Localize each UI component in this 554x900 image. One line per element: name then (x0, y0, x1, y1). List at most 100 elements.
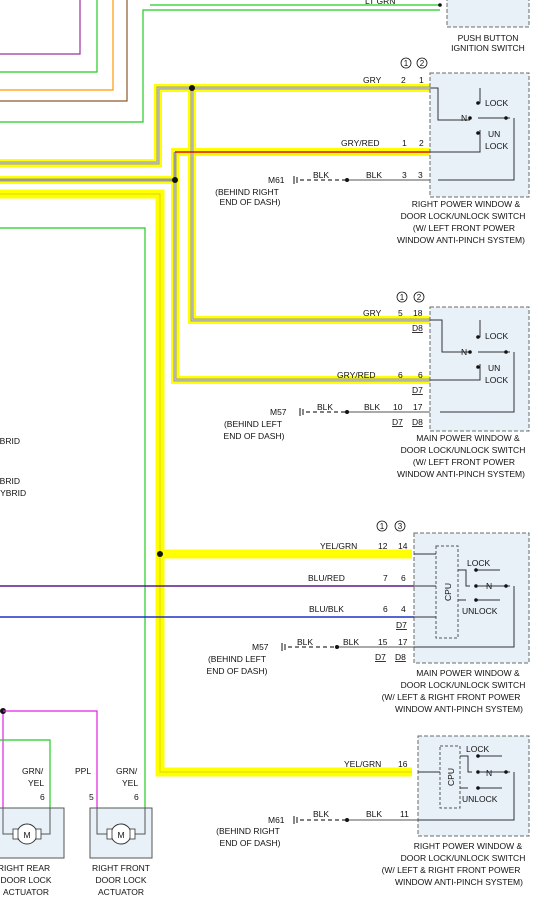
svg-text:MAIN POWER WINDOW &: MAIN POWER WINDOW & (416, 668, 520, 678)
svg-text:GRN/: GRN/ (116, 766, 138, 776)
svg-text:RIGHT POWER WINDOW &: RIGHT POWER WINDOW & (414, 841, 523, 851)
svg-text:WINDOW ANTI-PINCH SYSTEM): WINDOW ANTI-PINCH SYSTEM) (395, 877, 523, 887)
svg-text:YEL: YEL (122, 778, 138, 788)
svg-text:M: M (117, 830, 124, 840)
left-fragment-1: YBRID (0, 436, 20, 446)
svg-text:N: N (486, 768, 492, 778)
svg-text:4: 4 (401, 604, 406, 614)
svg-text:UNLOCK: UNLOCK (462, 606, 498, 616)
splice-dot-2 (172, 177, 178, 183)
svg-text:(W/ LEFT & RIGHT FRONT POWER: (W/ LEFT & RIGHT FRONT POWER (382, 692, 521, 702)
svg-text:5: 5 (89, 792, 94, 802)
svg-text:WINDOW ANTI-PINCH SYSTEM): WINDOW ANTI-PINCH SYSTEM) (397, 469, 525, 479)
svg-text:1: 1 (402, 138, 407, 148)
svg-text:D7: D7 (396, 620, 407, 630)
svg-text:WINDOW ANTI-PINCH SYSTEM): WINDOW ANTI-PINCH SYSTEM) (395, 704, 523, 714)
svg-text:6: 6 (401, 573, 406, 583)
svg-text:BLK: BLK (313, 170, 329, 180)
svg-text:PPL: PPL (75, 766, 91, 776)
svg-text:(BEHIND RIGHT: (BEHIND RIGHT (215, 187, 279, 197)
gray-wires (0, 86, 430, 773)
right-power-window-switch-2: YEL/GRN 16 M61 BLK BLK 11 (BEHIND RIGHT … (216, 735, 530, 887)
svg-text:(BEHIND LEFT: (BEHIND LEFT (208, 654, 266, 664)
svg-text:(W/ LEFT FRONT POWER: (W/ LEFT FRONT POWER (413, 223, 515, 233)
svg-text:6: 6 (418, 370, 423, 380)
green-wire-right-front (0, 227, 146, 808)
svg-text:UN: UN (488, 129, 500, 139)
svg-text:2: 2 (401, 75, 406, 85)
svg-text:DOOR LOCK/UNLOCK SWITCH: DOOR LOCK/UNLOCK SWITCH (401, 853, 526, 863)
svg-text:M: M (23, 830, 30, 840)
ignition-switch-label-1: PUSH BUTTON (458, 33, 519, 43)
svg-text:1: 1 (419, 75, 424, 85)
svg-text:11: 11 (400, 809, 409, 819)
svg-text:6: 6 (398, 370, 403, 380)
svg-text:RIGHT REAR: RIGHT REAR (0, 863, 50, 873)
svg-text:6: 6 (383, 604, 388, 614)
svg-text:1: 1 (404, 59, 409, 68)
main-power-window-switch-1: 1 2 GRY 5 18 D8 GRY/RED 6 6 D7 M57 BLK B… (224, 291, 530, 479)
splice-dot-1 (189, 85, 195, 91)
svg-text:3: 3 (398, 522, 403, 531)
svg-text:10: 10 (393, 402, 403, 412)
svg-text:DOOR LOCK: DOOR LOCK (0, 875, 51, 885)
svg-text:BLK: BLK (366, 809, 382, 819)
svg-text:N: N (461, 347, 467, 357)
svg-text:DOOR LOCK/UNLOCK SWITCH: DOOR LOCK/UNLOCK SWITCH (401, 445, 526, 455)
svg-text:(BEHIND LEFT: (BEHIND LEFT (224, 419, 282, 429)
push-button-ignition-switch: LT GRN PUSH BUTTON IGNITION SWITCH (365, 0, 530, 53)
svg-text:END OF DASH): END OF DASH) (220, 197, 281, 207)
svg-text:BLK: BLK (297, 637, 313, 647)
svg-text:DOOR LOCK/UNLOCK SWITCH: DOOR LOCK/UNLOCK SWITCH (401, 211, 526, 221)
svg-text:(BEHIND RIGHT: (BEHIND RIGHT (216, 826, 280, 836)
svg-text:N: N (461, 113, 467, 123)
svg-text:LOCK: LOCK (466, 744, 489, 754)
svg-text:YEL/GRN: YEL/GRN (320, 541, 357, 551)
svg-text:GRY: GRY (363, 308, 382, 318)
svg-text:D8: D8 (412, 417, 423, 427)
right-power-window-switch-1: 1 2 GRY 2 1 GRY/RED 1 2 M61 BLK BLK 3 3 … (215, 57, 530, 245)
splice-dot-3 (157, 551, 163, 557)
svg-text:M57: M57 (252, 642, 269, 652)
svg-text:UN: UN (488, 363, 500, 373)
left-fragment-3: HYBRID (0, 488, 26, 498)
svg-text:BLK: BLK (317, 402, 333, 412)
svg-text:YEL/GRN: YEL/GRN (344, 759, 381, 769)
wire-label-gry: GRY (363, 75, 382, 85)
svg-text:D7: D7 (412, 385, 423, 395)
svg-text:LOCK: LOCK (485, 141, 508, 151)
svg-text:WINDOW ANTI-PINCH SYSTEM): WINDOW ANTI-PINCH SYSTEM) (397, 235, 525, 245)
svg-text:14: 14 (398, 541, 408, 551)
svg-text:DOOR LOCK: DOOR LOCK (95, 875, 146, 885)
main-power-window-switch-2: 1 3 YEL/GRN 12 14 BLU/RED 7 6 BLU/BLK 6 … (0, 520, 530, 714)
svg-text:BLU/BLK: BLU/BLK (309, 604, 344, 614)
svg-text:17: 17 (413, 402, 423, 412)
svg-text:6: 6 (134, 792, 139, 802)
right-front-door-lock-actuator: PPL 5 GRN/ YEL 6 M RIGHT FRONT DOOR LOCK… (3, 710, 153, 897)
svg-text:7: 7 (383, 573, 388, 583)
svg-text:M61: M61 (268, 815, 285, 825)
svg-text:END OF DASH): END OF DASH) (207, 666, 268, 676)
svg-text:1: 1 (400, 293, 405, 302)
svg-text:2: 2 (417, 293, 422, 302)
svg-text:D7: D7 (392, 417, 403, 427)
svg-text:BLK: BLK (364, 402, 380, 412)
svg-text:3: 3 (418, 170, 423, 180)
svg-text:LOCK: LOCK (485, 375, 508, 385)
svg-text:12: 12 (378, 541, 388, 551)
svg-text:BLU/RED: BLU/RED (308, 573, 345, 583)
svg-text:N: N (486, 581, 492, 591)
left-fragment-2: YBRID (0, 476, 20, 486)
svg-text:5: 5 (398, 308, 403, 318)
svg-text:GRY/RED: GRY/RED (337, 370, 376, 380)
right-rear-door-lock-actuator: GRN/ YEL 6 M RIGHT REAR DOOR LOCK ACTUAT… (0, 708, 65, 897)
svg-text:END OF DASH): END OF DASH) (220, 838, 281, 848)
svg-text:LOCK: LOCK (467, 558, 490, 568)
svg-text:(W/ LEFT FRONT POWER: (W/ LEFT FRONT POWER (413, 457, 515, 467)
svg-text:(W/ LEFT & RIGHT FRONT POWER: (W/ LEFT & RIGHT FRONT POWER (382, 865, 521, 875)
svg-text:CPU: CPU (443, 583, 453, 601)
top-left-wire-bundle (0, 0, 440, 123)
svg-text:GRN/: GRN/ (22, 766, 44, 776)
svg-text:UNLOCK: UNLOCK (462, 794, 498, 804)
